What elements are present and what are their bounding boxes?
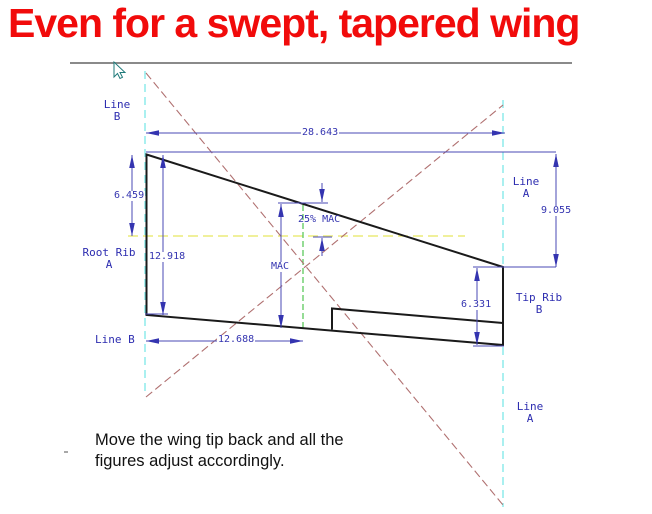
arrow-mac-station-left: [146, 338, 159, 344]
dim-mac-station-value: 12.688: [217, 334, 256, 345]
arrow-line-a-up: [553, 154, 559, 167]
arrow-mac-station-right: [290, 338, 303, 344]
dim-span-value: 28.643: [301, 127, 340, 138]
aileron-line: [331, 307, 504, 330]
mouse-cursor-icon: [113, 60, 127, 80]
caption-line-2: figures adjust accordingly.: [95, 451, 285, 470]
dimension-arrowheads: [129, 130, 559, 345]
dim-tip-chord-value: 6.331: [460, 299, 493, 310]
arrow-quarter-mac-down: [319, 189, 325, 202]
wing-outline: [145, 153, 504, 347]
slide-title: Even for a swept, tapered wing: [8, 0, 580, 46]
arrow-root-half-up: [129, 155, 135, 168]
arrow-span-left: [146, 130, 159, 136]
dim-root-half-value: 6.459: [113, 190, 146, 201]
arrow-span-right: [492, 130, 505, 136]
title-separator-rule: [70, 62, 572, 64]
stray-mark: [64, 451, 68, 453]
dim-line-a-offset-value: 9.055: [540, 205, 573, 216]
wing-planform: [145, 153, 504, 347]
arrow-tip-chord-down: [474, 332, 480, 345]
arrow-mac-up: [278, 204, 284, 217]
arrow-mac-down: [278, 315, 284, 328]
dim-root-chord-value: 12.918: [148, 251, 187, 262]
quarter-mac-label: 25% MAC: [298, 214, 341, 225]
label-line-a-bottom: Line A: [516, 400, 544, 425]
slide-caption: Move the wing tip back and all the figur…: [95, 430, 344, 471]
label-root-rib: Root Rib A: [82, 246, 136, 271]
label-line-a-right: Line A: [512, 175, 540, 200]
arrow-root-chord-down: [160, 302, 166, 315]
label-line-b-top: Line B: [103, 98, 131, 123]
dimension-lines: [131, 132, 557, 347]
arrow-root-chord-up: [160, 155, 166, 168]
arrow-tip-chord-up: [474, 268, 480, 281]
label-line-b-bottom: Line B: [95, 333, 135, 346]
construction-diagonal-1: [145, 72, 504, 506]
arrow-root-half-down: [129, 223, 135, 236]
arrow-quarter-mac-up: [319, 238, 325, 251]
mac-label: MAC: [270, 261, 291, 272]
arrow-line-a-down: [553, 254, 559, 267]
caption-line-1: Move the wing tip back and all the: [95, 431, 344, 449]
label-tip-rib: Tip Rib B: [515, 291, 563, 316]
